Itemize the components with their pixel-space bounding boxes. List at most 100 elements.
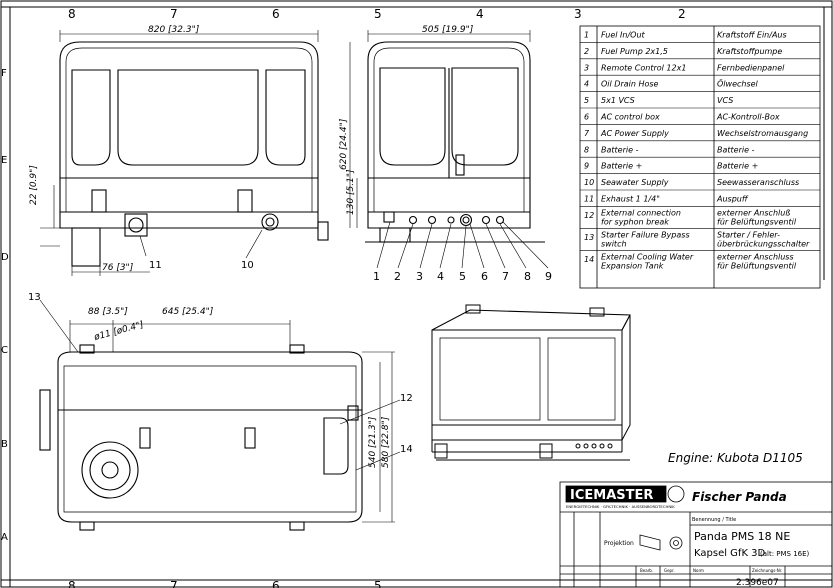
legend-number: 14 <box>584 255 594 264</box>
drawing-no-label: Zeichnungs-Nr. <box>752 568 782 573</box>
end-view-right <box>349 30 549 269</box>
col-label-5: 5 <box>374 7 382 21</box>
legend-english: Fuel In/Out <box>601 31 646 40</box>
legend-german: Starter / Fehler-überbrückungsschalter <box>717 230 810 248</box>
brand-logo: ICEMASTER <box>570 488 653 503</box>
legend-number: 9 <box>584 162 589 171</box>
legend-german: AC-Kontroll-Box <box>716 113 780 122</box>
legend-english: Seawater Supply <box>601 178 669 187</box>
col-label-2: 2 <box>678 7 686 21</box>
legend-english: AC control box <box>600 113 660 122</box>
dim-plan-b: 645 [25.4"] <box>162 307 214 317</box>
legend-german: Batterie + <box>717 162 758 171</box>
callout-11: 11 <box>149 260 162 271</box>
title-line-2b: (alt: PMS 16E) <box>760 550 810 558</box>
col-label-4: 4 <box>476 7 484 21</box>
row-label-A: A <box>1 532 8 543</box>
col-label-7: 7 <box>170 7 178 21</box>
title-line-2: Kapsel GfK 3D <box>694 548 766 559</box>
dim-height-left: 22 [0.9"] <box>29 165 39 205</box>
legend-rows: 1 Fuel In/Out Kraftstoff Ein/Aus 2 Fuel Pump… <box>580 31 820 270</box>
legend-english: Fuel Pump 2x1,5 <box>601 47 668 56</box>
legend-number: 10 <box>584 178 594 187</box>
col-label-b6: 6 <box>272 579 280 588</box>
callout-13: 13 <box>28 292 41 303</box>
legend-german: Kraftstoffpumpe <box>717 47 782 56</box>
legend-english: AC Power Supply <box>600 129 669 138</box>
col-label-bearb: Bearb. <box>640 568 653 573</box>
side-view-left <box>40 30 329 276</box>
row-label-C: C <box>1 345 8 356</box>
legend-number: 8 <box>584 145 589 154</box>
callout-9: 9 <box>545 270 552 283</box>
dim-height2-right: 130 [5.1"] <box>346 169 356 215</box>
legend-german: Kraftstoff Ein/Aus <box>717 31 787 40</box>
dim-width-right: 505 [19.9"] <box>422 25 474 35</box>
legend-number: 7 <box>584 129 590 138</box>
col-label-gepr: Gepr. <box>664 568 675 573</box>
row-label-F: F <box>1 68 7 79</box>
dim-width-left: 820 [32.3"] <box>148 25 200 35</box>
dim-plan-d: 580 [22.8"] <box>381 416 391 468</box>
col-label-b7: 7 <box>170 579 178 588</box>
title-line-1: Panda PMS 18 NE <box>694 530 790 543</box>
legend-english: 5x1 VCS <box>601 96 635 105</box>
callout-10: 10 <box>241 260 254 271</box>
legend-german: Batterie - <box>717 145 755 154</box>
col-label-6: 6 <box>272 7 280 21</box>
legend-german: Auspuff <box>716 195 749 204</box>
dim-offset-left: 76 [3"] <box>102 263 134 273</box>
dim-height-right: 620 [24.4"] <box>339 118 349 170</box>
row-label-B: B <box>1 439 8 450</box>
legend-number: 6 <box>584 113 589 122</box>
legend-german: Fernbedienpanel <box>717 63 785 72</box>
callout-4: 4 <box>437 270 444 283</box>
legend-english: Batterie - <box>601 145 639 154</box>
legend-german: Seewasseranschluss <box>717 178 799 187</box>
callouts-end-view: 1 2 3 4 5 6 7 8 9 <box>373 270 552 283</box>
callout-2: 2 <box>394 270 401 283</box>
callout-3: 3 <box>416 270 423 283</box>
legend-number: 1 <box>584 31 589 40</box>
brand2-logo: Fischer Panda <box>692 490 787 504</box>
col-label-3: 3 <box>574 7 582 21</box>
callout-7: 7 <box>502 270 509 283</box>
legend-number: 4 <box>584 80 589 89</box>
legend-number: 11 <box>584 195 594 204</box>
legend-german: Ölwechsel <box>717 79 759 89</box>
callout-8: 8 <box>524 270 531 283</box>
legend-number: 5 <box>584 96 589 105</box>
legend-number: 12 <box>584 211 594 220</box>
col-label-b5: 5 <box>374 579 382 588</box>
plan-view <box>39 299 401 531</box>
callout-14: 14 <box>400 444 413 455</box>
title-block <box>559 481 833 588</box>
legend-english: Oil Drain Hose <box>601 80 659 89</box>
grid-labels: 8 7 6 5 4 3 2 8 7 6 5 F E D C B A <box>1 7 686 588</box>
label-benennung: Benennung / Title <box>692 517 736 523</box>
row-label-D: D <box>1 252 9 263</box>
isometric-view <box>431 304 631 461</box>
col-label-8: 8 <box>68 7 76 21</box>
projection-label: Projektion <box>604 540 634 547</box>
legend-number: 2 <box>584 47 589 56</box>
callout-1: 1 <box>373 270 380 283</box>
dim-plan-c: 540 [21.3"] <box>368 416 378 468</box>
drawing-number: 2.396e07 <box>736 578 779 588</box>
col-label-b8: 8 <box>68 579 76 588</box>
legend-english: Remote Control 12x1 <box>601 63 686 72</box>
col-label-norm: Norm <box>693 568 704 573</box>
row-label-E: E <box>1 155 7 166</box>
legend-english: Batterie + <box>601 162 642 171</box>
legend-number: 3 <box>584 63 589 72</box>
legend-german: Wechselstromausgang <box>717 129 808 138</box>
projection-symbol <box>639 534 683 551</box>
legend-number: 13 <box>584 233 594 242</box>
